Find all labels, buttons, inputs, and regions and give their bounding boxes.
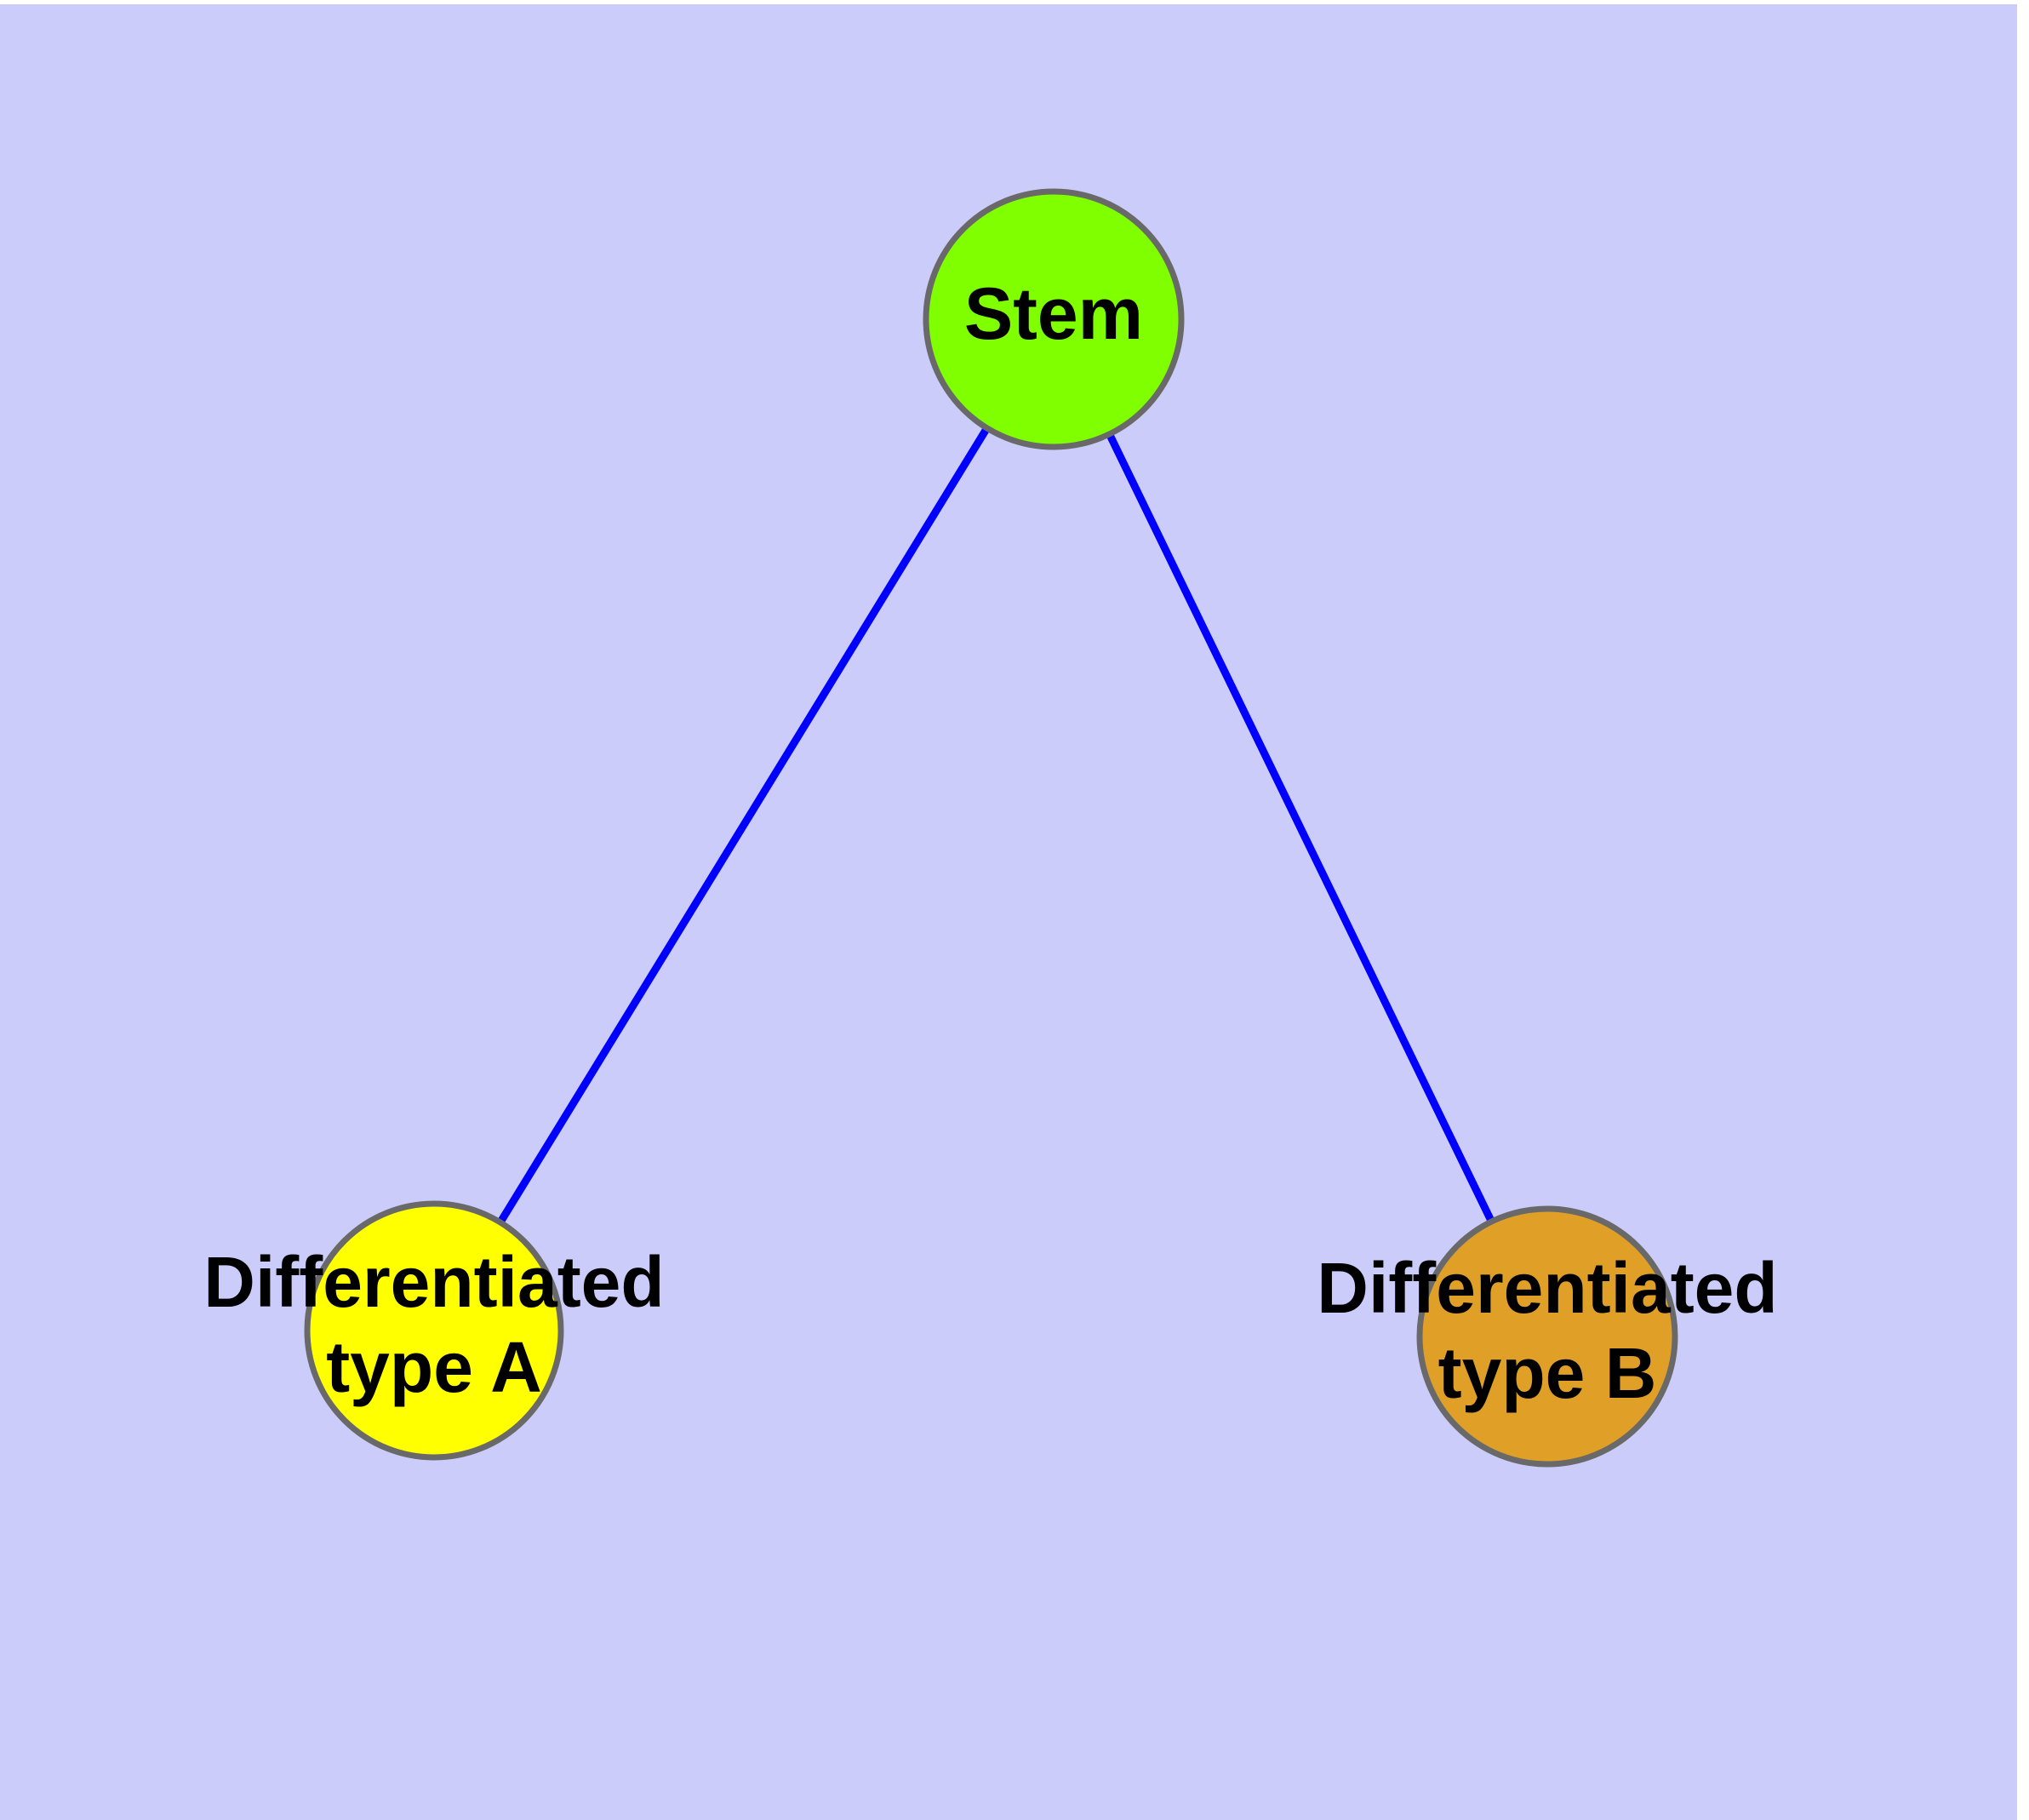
differentiated-type-b-node-circle[interactable]	[1416, 1205, 1678, 1468]
edge-stem-to-differentiated-type-b[interactable]	[1106, 432, 1495, 1224]
edge-stem-to-differentiated-type-a[interactable]	[497, 426, 991, 1225]
differentiated-type-a-node-circle[interactable]	[304, 1200, 564, 1461]
edges-group	[497, 426, 1495, 1225]
stem-node-circle[interactable]	[923, 188, 1185, 450]
stem-node-label: Stem	[964, 273, 1143, 355]
node-stem[interactable]: Stem	[923, 188, 1185, 450]
